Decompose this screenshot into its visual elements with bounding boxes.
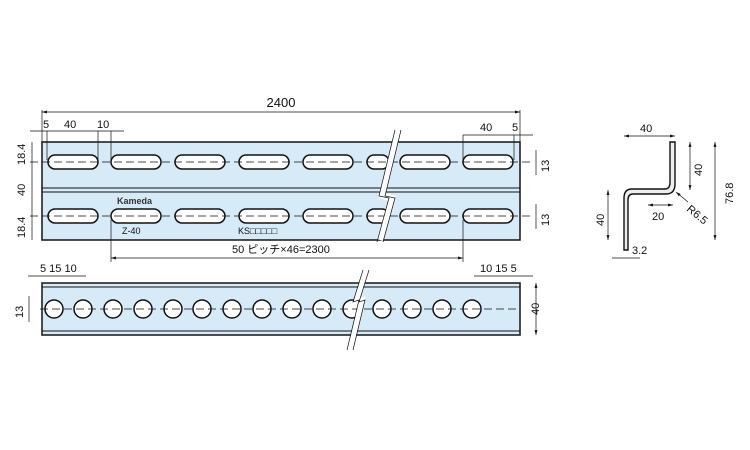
dim-overall-length: 2400	[267, 95, 296, 110]
dim-center-spacing: 40	[16, 184, 28, 196]
pitch-note: 50 ピッチ×46=2300	[232, 243, 330, 256]
break-line	[376, 129, 402, 243]
dim-slot-width-upper: 13	[540, 160, 552, 172]
break-gap	[377, 129, 401, 241]
dim-slot-gap: 10	[97, 119, 109, 131]
dim-left-margin: 5	[43, 119, 49, 131]
slot-hole	[110, 154, 162, 170]
dim-offset: 20	[652, 211, 664, 223]
dim-radius: R6.5	[684, 203, 710, 227]
slot-hole	[302, 154, 354, 170]
dim-left-spacing: 5 15 10	[40, 263, 77, 275]
dim-thickness: 3.2	[632, 245, 647, 257]
dim-upper-height: 40	[693, 164, 705, 176]
dim-right-margin: 5	[512, 122, 518, 134]
z-profile: 40 40 76.8 40 20 R6.5 3.2	[595, 123, 736, 259]
break-line	[346, 269, 370, 351]
dim-hole-dia: 13	[14, 306, 26, 318]
slot-hole	[302, 208, 354, 224]
dim-right-slot-length: 40	[480, 122, 492, 134]
dim-height: 40	[530, 303, 542, 315]
model-label: Z-40	[122, 226, 141, 236]
ks-marking: KS□□□□□	[238, 226, 278, 236]
dim-lower-height: 40	[595, 214, 607, 226]
slot-hole	[110, 208, 162, 224]
dim-flange-width: 40	[640, 123, 652, 135]
dim-right-spacing: 10 15 5	[480, 263, 517, 275]
profile-shape	[623, 141, 676, 251]
dim-total-height: 76.8	[724, 183, 736, 204]
dim-slot-width-lower: 13	[540, 214, 552, 226]
top-view: 2400 5 40 10 40 5 18.4 40 18.4 13 13 Kam…	[16, 95, 552, 262]
dim-edge-top: 18.4	[16, 144, 28, 165]
dim-slot-length: 40	[64, 119, 76, 131]
dim-edge-bottom: 18.4	[16, 217, 28, 238]
side-view: 5 15 10 10 15 5 13 40	[14, 263, 542, 351]
brand-logo: Kameda	[117, 196, 153, 206]
